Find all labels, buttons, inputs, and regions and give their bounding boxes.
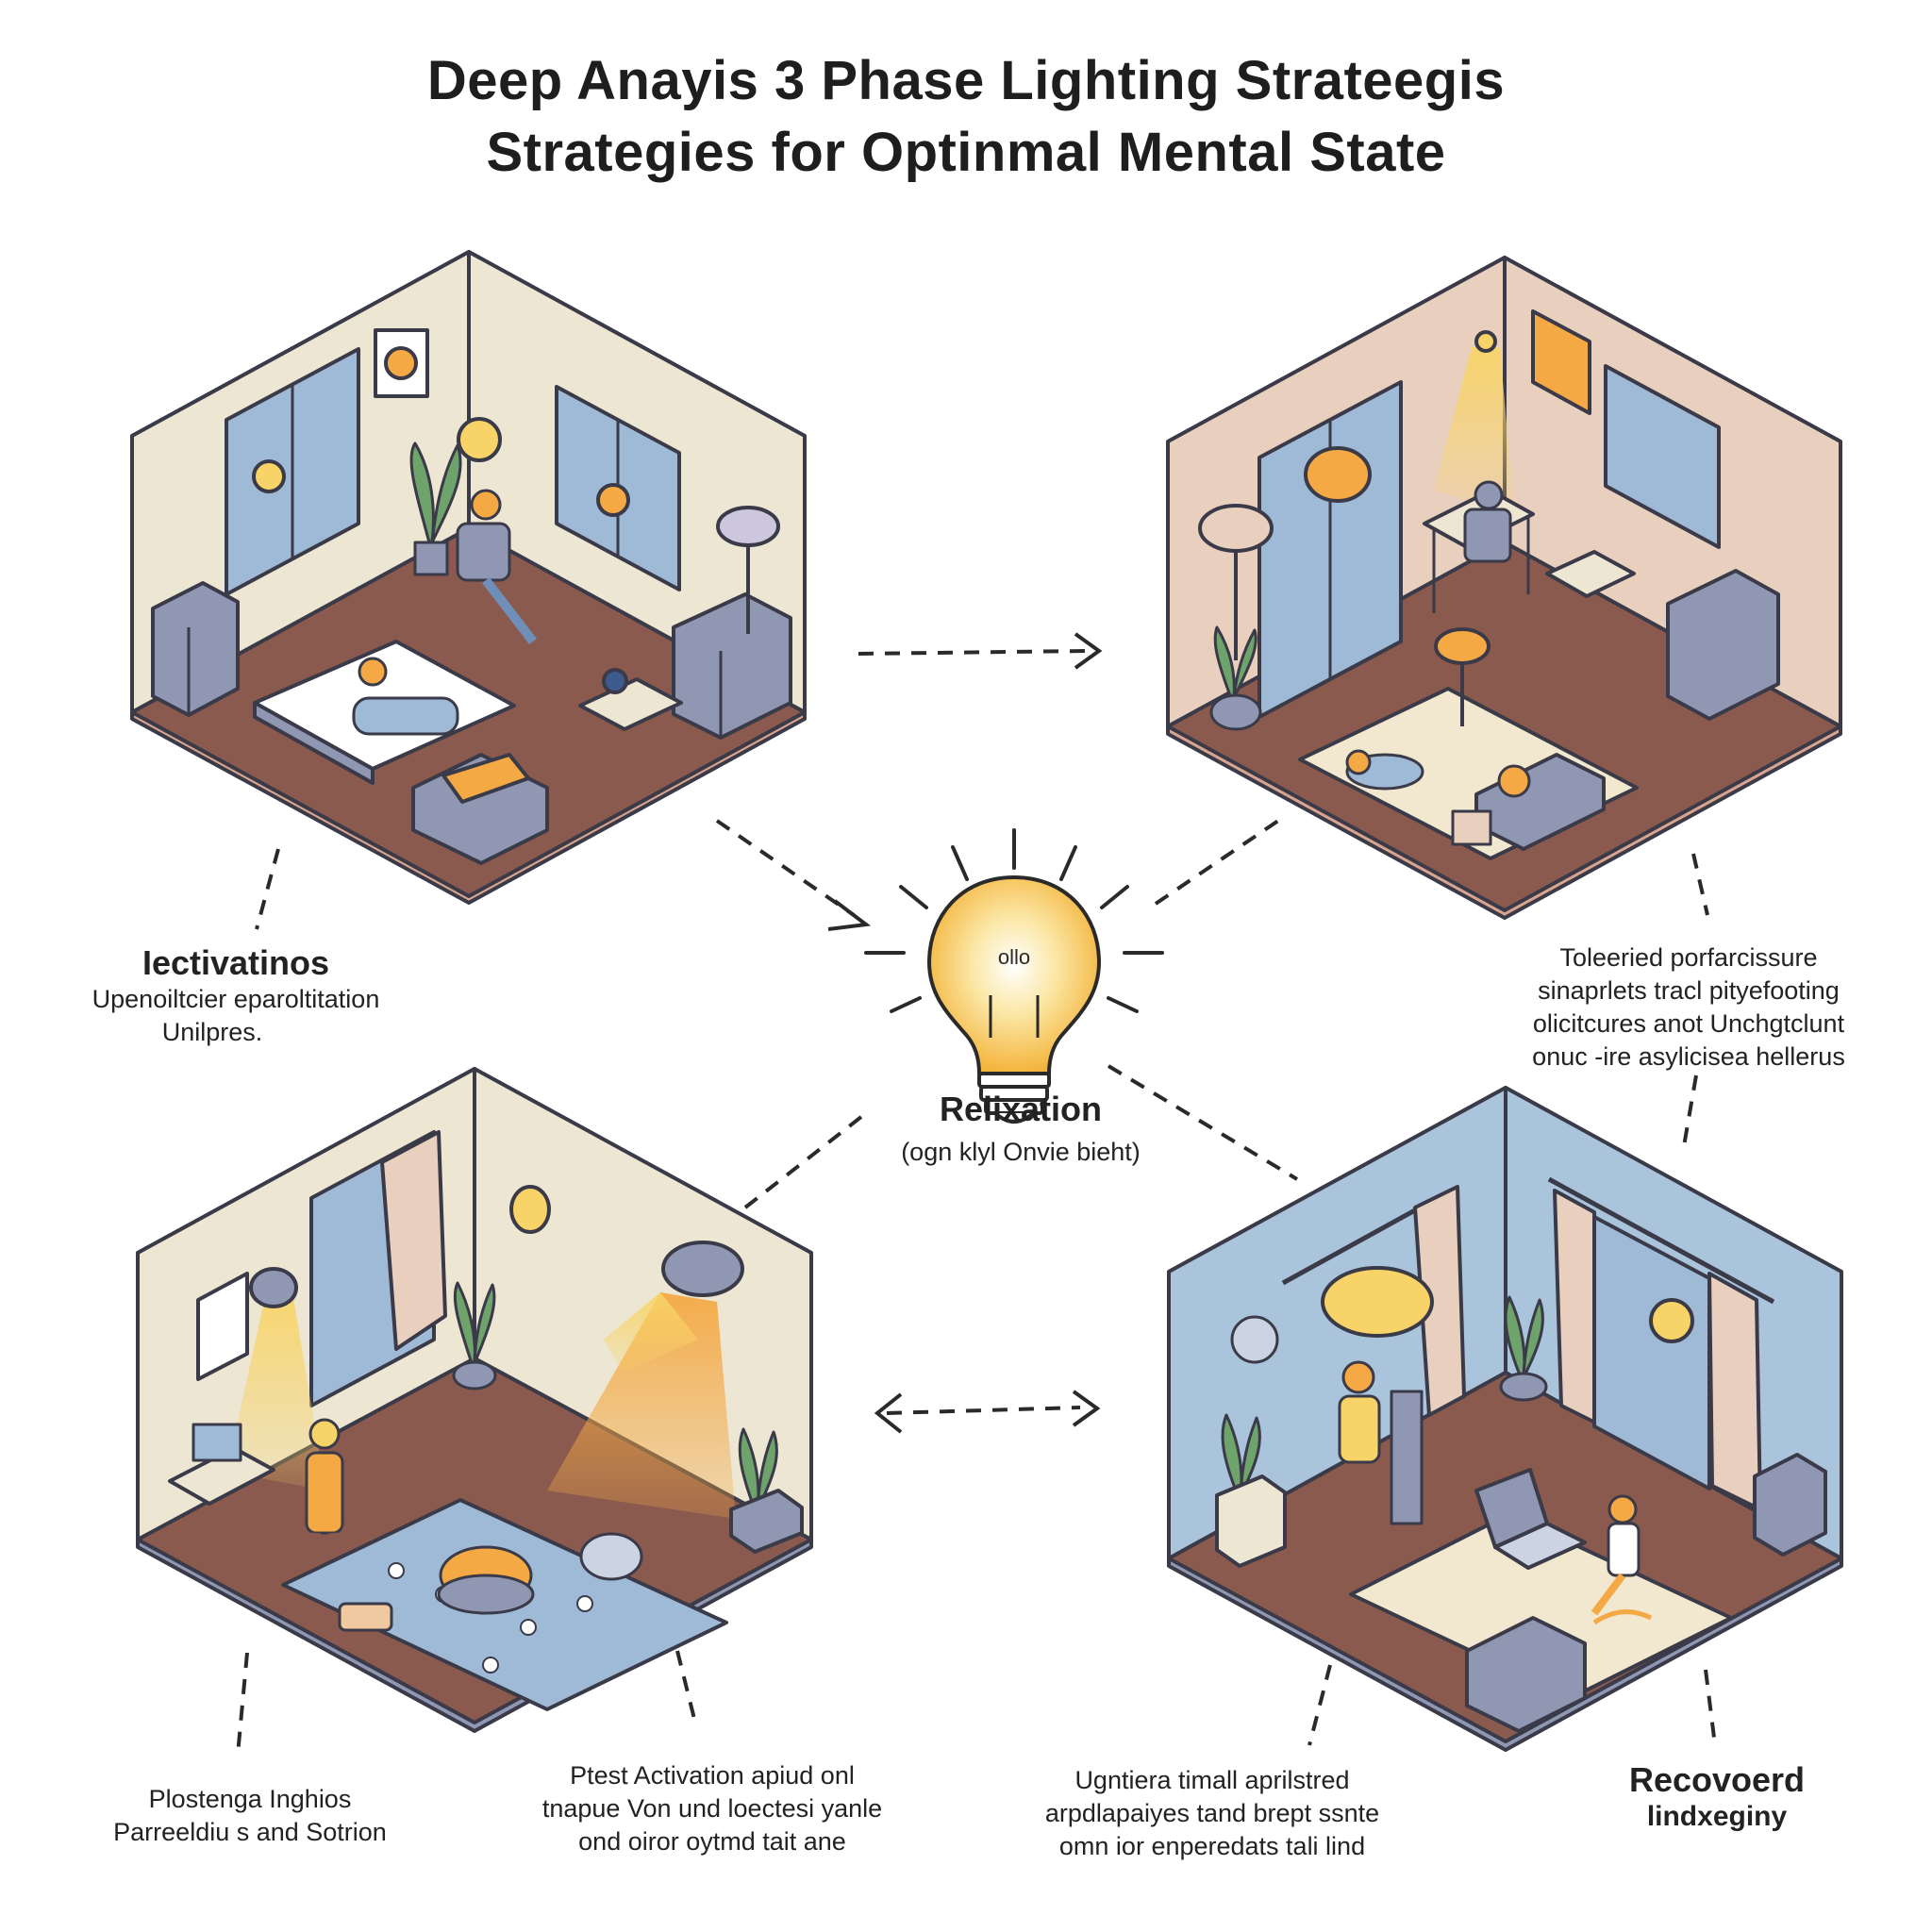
lamp-icon — [249, 1267, 298, 1308]
lightbulb-icon — [509, 1185, 551, 1234]
window-icon — [1592, 1215, 1711, 1491]
lightbulb-icon — [1649, 1298, 1694, 1343]
center-label: Relixation — [940, 1090, 1102, 1128]
connectors — [236, 632, 1717, 1756]
label-line: onuc -ire asylicisea hellerus — [1532, 1042, 1845, 1071]
label-heading: Iectivatinos — [142, 943, 330, 982]
label-line: arpdlapaiyes tand brept ssnte — [1044, 1799, 1380, 1827]
title-line-2: Strategies for Optinmal Mental State — [486, 122, 1446, 183]
label-line: Plostenga Inghios — [148, 1785, 352, 1813]
label-line: Ugntiera timall aprilstred — [1074, 1766, 1350, 1794]
label-line: olicitcures anot Unchgtclunt — [1532, 1009, 1845, 1038]
window-icon — [1604, 364, 1721, 549]
bulb-text: ollo — [998, 945, 1030, 969]
lamp-icon — [716, 506, 780, 547]
label-top-left: Iectivatinos Upenoiltcier eparoltitation… — [38, 943, 434, 1049]
central-lightbulb-icon — [864, 828, 1164, 1124]
room-activation-zones — [136, 1067, 813, 1733]
lamp-icon — [1321, 1266, 1434, 1338]
lightbulb-icon — [1304, 446, 1372, 503]
label-line: ond oiror oytmd tait ane — [578, 1827, 846, 1856]
label-line: Ptest Activation apiud onl — [570, 1761, 855, 1790]
arrow-left-right-icon — [874, 1392, 903, 1434]
label-line: Upenoiltcier eparoltitation — [92, 985, 380, 1013]
plant-icon — [1213, 625, 1236, 700]
title-line-1: Deep Anayis 3 Phase Lighting Strateegis — [426, 50, 1506, 111]
label-subheading: lindxeginy — [1646, 1801, 1788, 1832]
label-line: omn ior enperedats tali lind — [1058, 1832, 1366, 1860]
room-focus — [1166, 256, 1842, 920]
label-bottom-right-a: Ugntiera timall aprilstred arpdlapaiyes … — [1024, 1764, 1401, 1863]
center-sublabel: (ogn klyl Onvie bieht) — [901, 1138, 1141, 1166]
label-line: Toleeried porfarcissure — [1559, 943, 1818, 972]
room-recovery — [1167, 1086, 1843, 1752]
lightbulb-icon — [596, 483, 630, 517]
label-bottom-left-a: Plostenga Inghios Parreeldiu s and Sotri… — [66, 1783, 434, 1849]
lamp-icon — [1434, 627, 1491, 665]
label-bottom-left-b: Ptest Activation apiud onl tnapue Von un… — [524, 1759, 901, 1858]
label-line: sinaprlets tracl pityefooting — [1538, 976, 1840, 1005]
arrow-right-icon — [827, 899, 872, 931]
label-line: Parreeldiu s and Sotrion — [113, 1818, 387, 1846]
arrow-right-icon — [1074, 632, 1103, 670]
room-activation — [130, 250, 807, 905]
label-heading: Recovoerd — [1628, 1760, 1806, 1799]
plant-icon — [409, 441, 435, 544]
lightbulb-icon — [252, 459, 286, 493]
label-bottom-right-b: Recovoerd lindxeginy — [1561, 1760, 1873, 1833]
label-line: Unilpres. — [161, 1018, 263, 1046]
label-top-right: Toleeried porfarcissure sinaprlets tracl… — [1491, 941, 1887, 1074]
label-line: tnapue Von und loectesi yanle — [541, 1794, 883, 1823]
lamp-icon — [1198, 504, 1274, 553]
lamp-icon — [661, 1241, 744, 1297]
